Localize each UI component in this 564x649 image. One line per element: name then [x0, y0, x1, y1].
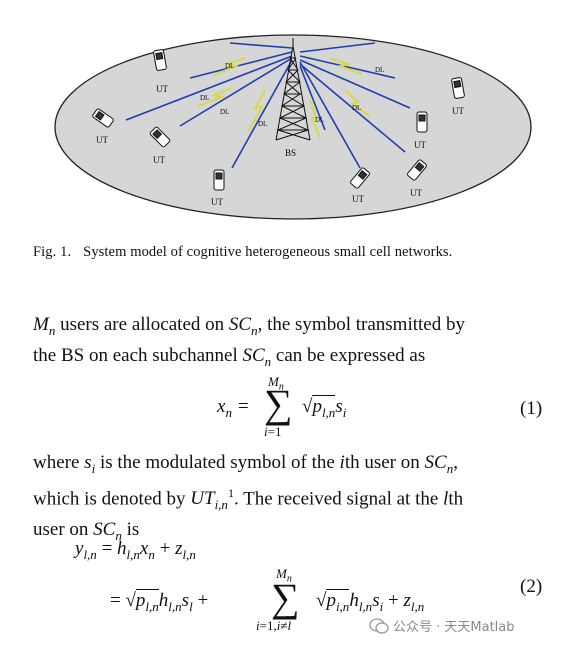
- text: where: [33, 452, 80, 473]
- phone-icon: [149, 126, 171, 148]
- dl-label: DL: [352, 104, 361, 112]
- text: which is denoted by: [33, 488, 186, 510]
- figure-caption: Fig. 1. System model of cognitive heterog…: [33, 244, 553, 261]
- ut-label: UT: [352, 194, 364, 204]
- text: user on: [33, 518, 89, 540]
- ut-label: UT: [452, 106, 464, 116]
- text: is: [126, 518, 140, 540]
- phone-icon: [416, 111, 428, 133]
- phone-icon: [92, 108, 114, 128]
- dl-label: DL: [375, 66, 384, 74]
- ut-label: UT: [211, 197, 223, 207]
- dl-label: DL: [220, 108, 229, 116]
- ut-label: UT: [414, 140, 426, 150]
- phone-icon: [407, 159, 427, 181]
- user-terminal-phones: [92, 49, 465, 191]
- paragraph-intro: Mn users are allocated on SCn, the symbo…: [33, 314, 465, 369]
- caption-label: Fig. 1.: [33, 244, 72, 260]
- ut-label: UT: [153, 155, 165, 165]
- bs-label: BS: [285, 148, 296, 158]
- text: can be expressed as: [275, 344, 426, 366]
- text: the BS on each subchannel: [33, 344, 238, 366]
- text: th: [448, 488, 464, 510]
- text: users are allocated on: [60, 314, 225, 335]
- paragraph-received: where si is the modulated symbol of the …: [33, 452, 464, 543]
- text: th user on: [344, 452, 420, 473]
- caption-text: System model of cognitive heterogeneous …: [83, 244, 453, 260]
- dl-label: DL: [258, 120, 267, 128]
- lightning-bolts: [197, 57, 371, 139]
- ut-label: UT: [156, 84, 168, 94]
- system-model-figure: DL DL DL DL DL DL DL BS: [54, 34, 532, 220]
- watermark: 公众号 · 天天Matlab: [369, 616, 515, 635]
- text: , the symbol transmitted by: [257, 314, 465, 335]
- phone-icon: [213, 169, 225, 191]
- phone-icon: [350, 167, 370, 189]
- phone-icon: [451, 77, 465, 99]
- equation-number: (1): [520, 398, 543, 419]
- base-station-tower-icon: [275, 38, 311, 141]
- phone-icon: [153, 49, 167, 71]
- downlink-links: [125, 42, 411, 169]
- text: . The received signal at the: [233, 488, 439, 510]
- equation-number: (2): [520, 576, 543, 597]
- ut-label: UT: [96, 135, 108, 145]
- wechat-icon: [369, 617, 389, 634]
- dl-label: DL: [200, 94, 209, 102]
- text: is the modulated symbol of the: [99, 452, 335, 473]
- dl-label: DL: [225, 62, 234, 70]
- watermark-text: 公众号 · 天天Matlab: [393, 620, 515, 635]
- dl-label: DL: [315, 116, 324, 124]
- ut-label: UT: [410, 188, 422, 198]
